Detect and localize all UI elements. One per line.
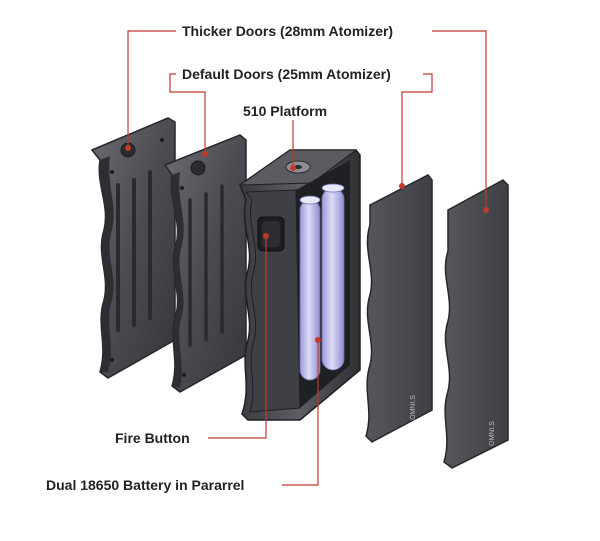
label-thicker-doors: Thicker Doors (28mm Atomizer): [182, 23, 394, 39]
leader-default-left: [169, 73, 206, 154]
label-default-doors: Default Doors (25mm Atomizer): [182, 66, 391, 82]
front-door-right-brand: OMNI.S: [489, 421, 496, 446]
leader-dots: [125, 145, 489, 343]
label-battery: Dual 18650 Battery in Pararrel: [46, 477, 245, 493]
battery-left: [299, 195, 321, 381]
fire-button: [257, 216, 285, 252]
dot-default-right: [399, 183, 405, 189]
leader-thicker-right: [432, 30, 487, 210]
leader-thicker-left: [127, 30, 176, 148]
leader-battery: [282, 340, 319, 486]
battery-right: [321, 183, 345, 371]
dot-default-left: [202, 151, 208, 157]
battery-pair: [299, 183, 345, 381]
leader-lines: [127, 30, 487, 486]
dot-thicker-right: [483, 207, 489, 213]
dot-platform: [290, 165, 296, 171]
dot-battery: [315, 337, 321, 343]
label-fire-button: Fire Button: [115, 430, 190, 446]
dot-thicker-left: [125, 145, 131, 151]
front-door-left-brand: OMNI.S: [410, 395, 417, 420]
front-door-right: OMNI.S: [443, 179, 509, 469]
thicker-door: [90, 117, 176, 379]
leader-fire: [208, 236, 267, 439]
510-platform: [285, 160, 311, 174]
default-door: [163, 134, 247, 393]
dot-fire: [263, 233, 269, 239]
label-510-platform: 510 Platform: [243, 103, 328, 119]
front-door-left: OMNI.S: [365, 174, 433, 443]
leader-default-right: [401, 73, 433, 186]
